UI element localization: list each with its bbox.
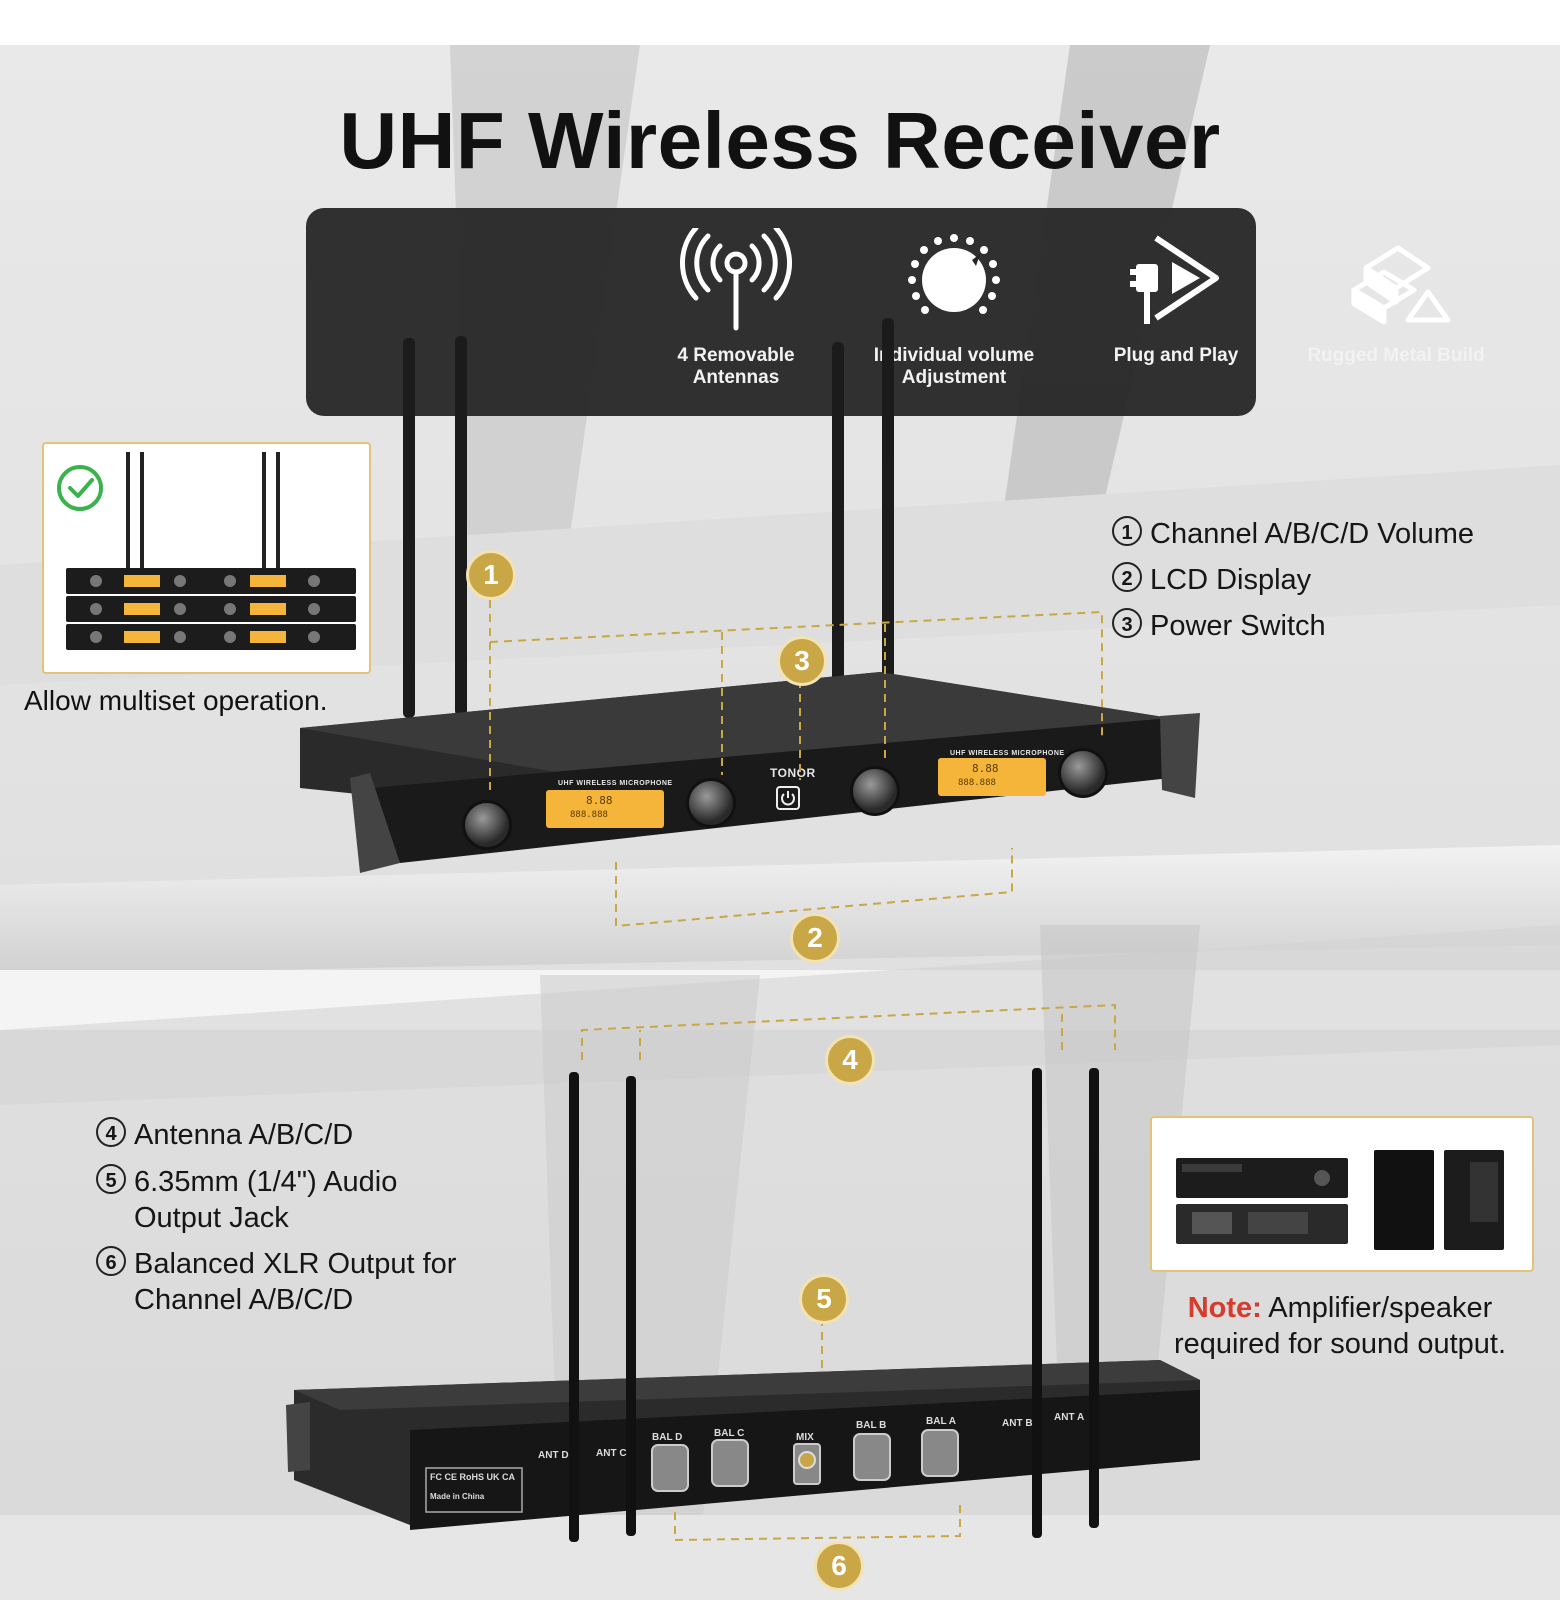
callout-number: 4 xyxy=(96,1117,126,1147)
callout-number: 3 xyxy=(1112,608,1142,638)
volume-knob-b[interactable] xyxy=(686,778,736,828)
port-mix: MIX xyxy=(796,1432,814,1443)
front-receiver: TONOR UHF WIRELESS MICROPHONE UHF WIRELE… xyxy=(290,318,1230,878)
callout-text: Balanced XLR Output for Channel A/B/C/D xyxy=(134,1248,457,1316)
lcd-display-right: 8.88 888.888 xyxy=(938,758,1046,796)
rear-receiver: ANT D ANT C BAL D BAL C MIX BAL B BAL A … xyxy=(280,1060,1210,1560)
volume-dial-icon xyxy=(894,228,1014,338)
port-ant-c: ANT C xyxy=(596,1448,627,1459)
feature-antennas: 4 Removable Antennas xyxy=(636,208,836,416)
port-bal-c: BAL C xyxy=(714,1428,745,1439)
port-ant-d: ANT D xyxy=(538,1450,569,1461)
panel-title: UHF WIRELESS MICROPHONE xyxy=(558,780,673,787)
callout-text: Channel A/B/C/D Volume xyxy=(1150,518,1475,550)
marker-1: 1 xyxy=(466,550,516,600)
callout-number: 1 xyxy=(1112,516,1142,546)
check-circle-icon xyxy=(57,465,103,511)
callout-text: Antenna A/B/C/D xyxy=(134,1119,354,1151)
feature-label: Individual volume Adjustment xyxy=(873,345,1035,388)
note-text: Note: Amplifier/speaker required for sou… xyxy=(1130,1290,1550,1362)
panel-title: UHF WIRELESS MICROPHONE xyxy=(950,750,1065,757)
callout-channel-volume: 1 Channel A/B/C/D Volume xyxy=(1112,516,1474,552)
callout-antenna: 4 Antenna A/B/C/D xyxy=(96,1117,353,1153)
output-card xyxy=(1150,1116,1534,1272)
lcd-sub: 888.888 xyxy=(570,810,608,820)
callout-lcd-display: 2 LCD Display xyxy=(1112,562,1311,598)
callout-audio-jack: 5 6.35mm (1/4") Audio Output Jack xyxy=(96,1164,397,1236)
lcd-display-left: 8.88 888.888 xyxy=(546,790,664,828)
feature-label: Plug and Play xyxy=(1113,345,1239,366)
speaker-image xyxy=(1374,1150,1504,1250)
marker-2: 2 xyxy=(790,913,840,963)
port-bal-d: BAL D xyxy=(652,1432,683,1443)
cert-label: FC CE RoHS UK CA xyxy=(430,1472,515,1482)
multiset-card xyxy=(42,442,371,674)
callout-text: Power Switch xyxy=(1150,610,1326,642)
multiset-caption: Allow multiset operation. xyxy=(24,685,328,716)
port-ant-a: ANT A xyxy=(1054,1412,1085,1423)
lcd-digits: 8.88 xyxy=(972,762,999,775)
volume-knob-c[interactable] xyxy=(850,766,900,816)
lcd-digits: 8.88 xyxy=(586,794,613,807)
callout-text: LCD Display xyxy=(1150,564,1312,596)
amplifier-image xyxy=(1176,1158,1348,1244)
volume-knob-d[interactable] xyxy=(1058,748,1108,798)
marker-5: 5 xyxy=(799,1274,849,1324)
feature-volume: Individual volume Adjustment xyxy=(854,208,1054,416)
power-icon xyxy=(781,791,795,806)
feature-label: Rugged Metal Build xyxy=(1307,345,1485,366)
marker-3: 3 xyxy=(777,636,827,686)
page-title: UHF Wireless Receiver xyxy=(339,96,1221,185)
plug-play-icon xyxy=(1116,228,1236,338)
port-bal-b: BAL B xyxy=(856,1420,887,1431)
callout-number: 5 xyxy=(96,1164,126,1194)
note-label: Note: xyxy=(1187,1292,1262,1324)
made-in-label: Made in China xyxy=(430,1492,485,1501)
volume-knob-a[interactable] xyxy=(462,800,512,850)
metal-bars-icon xyxy=(1336,228,1456,338)
callout-number: 6 xyxy=(96,1246,126,1276)
lcd-sub: 888.888 xyxy=(958,778,996,788)
feature-plug-play: Plug and Play xyxy=(1076,208,1276,416)
feature-metal: Rugged Metal Build xyxy=(1296,208,1496,416)
callout-power-switch: 3 Power Switch xyxy=(1112,608,1326,644)
power-switch-button[interactable] xyxy=(776,786,800,810)
callout-text: 6.35mm (1/4") Audio Output Jack xyxy=(134,1166,398,1234)
port-bal-a: BAL A xyxy=(926,1416,956,1427)
port-ant-b: ANT B xyxy=(1002,1418,1033,1429)
marker-4: 4 xyxy=(825,1035,875,1085)
antenna-signal-icon xyxy=(676,225,796,338)
brand-label: TONOR xyxy=(770,766,816,780)
note-body: Amplifier/speaker required for sound out… xyxy=(1173,1292,1507,1360)
feature-label: 4 Removable Antennas xyxy=(677,345,795,388)
callout-xlr-output: 6 Balanced XLR Output for Channel A/B/C/D xyxy=(96,1246,456,1318)
callout-number: 2 xyxy=(1112,562,1142,592)
marker-6: 6 xyxy=(814,1541,864,1591)
feature-bar: 4 Removable Antennas Individual volume A… xyxy=(306,208,1485,416)
